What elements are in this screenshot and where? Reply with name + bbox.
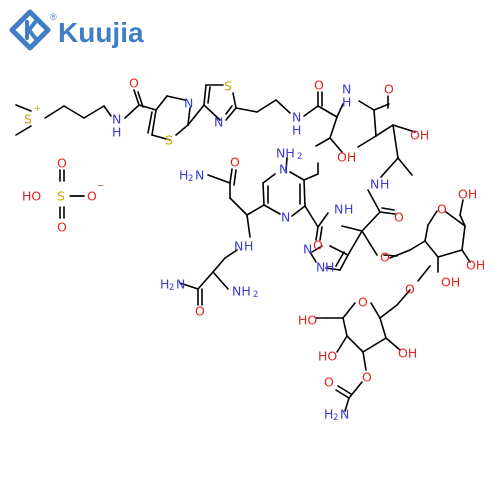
atom-h2n-top-h: H [179,168,188,183]
atom-s-sulfate: S [57,189,65,204]
brand-name: Kuujia [58,17,144,48]
atom-oh-valerate: OH [410,128,429,143]
atom-o-link: O [380,250,390,265]
atom-nh2-bottom-sub: 2 [253,290,258,300]
atom-h2n-bottom-h: H [160,277,169,292]
atom-o-sugar2-ring: O [358,295,368,310]
atom-nh2-pyr: NH [276,146,295,161]
atom-o-pyr-amide: O [313,238,323,253]
atom-h-thr: H [342,95,351,110]
atom-nh-amide1: N [112,112,121,127]
atom-o-amide3: O [384,82,394,97]
atom-nh-his: N [334,202,343,217]
atom-nh-thr: N [342,82,351,97]
atom-o-sulfate-right: O [87,189,97,204]
atom-ho-sugar2: HO [298,313,317,328]
atom-h2n-carb-sub: 2 [333,413,338,423]
atom-ho-sugar2-left: HO [318,349,337,364]
atom-h-imidazole: H [325,260,334,275]
kuujia-logo: Kuujia ® [9,9,144,51]
atom-h2n-carb-h: H [324,407,333,422]
atom-nh-val: N [370,177,379,192]
atom-nh2-bottom: NH [232,284,251,299]
atom-oh-sugar1-r2: OH [441,275,460,290]
atom-s-thiazole2: S [224,79,232,94]
atom-o-his: O [394,210,404,225]
atom-nh-imidazole: N [316,260,325,275]
atom-h2n-top-sub: 2 [188,174,193,184]
charge-plus: + [34,104,41,114]
atom-o-sugar1-ring: O [437,202,447,217]
atom-h-amide2: H [292,123,301,138]
logo-icon [9,9,51,51]
atom-o-sulfate-top: O [57,156,67,171]
atom-oh-sugar2-right: OH [398,346,417,361]
atom-h2n-top-n: N [195,168,204,183]
atom-labels: S + N H O N S S N N H O N H OH O OH N H … [22,76,485,424]
atom-o-sulfate-bottom: O [57,220,67,235]
atom-h2n-bottom-sub: 2 [169,283,174,293]
charge-minus: − [97,181,104,191]
atom-s-thiazole1: S [165,133,173,148]
atom-o-glycosidic: O [405,282,415,297]
atom-n-thiazole2: N [214,115,223,130]
atom-n-pyr1: N [279,162,288,177]
atom-nh2-pyr-sub: 2 [297,152,302,162]
atom-o-bottom-amide: O [195,304,205,319]
atom-h2n-carb-n: N [340,407,349,422]
atom-o-asn: O [230,155,240,170]
bond-skeleton [15,84,471,412]
atom-o-carbamate-dbl: O [324,375,334,390]
atom-h2n-bottom-n: N [176,277,185,292]
atom-h-val: H [380,177,389,192]
atom-nh-center: N [234,239,243,254]
atom-s-sulfonium: S [24,112,32,127]
atom-oh-thr: OH [337,150,356,165]
atom-ho-sulfate: HO [22,189,41,204]
atom-nh-amide2: N [292,110,301,125]
atom-n-imidazole: N [303,242,312,257]
atom-n-thiazole1: N [184,96,193,111]
atom-h-center: H [244,239,253,254]
atom-h-his: H [344,202,353,217]
atom-h-amide1: H [112,125,121,140]
atom-o-amide1: O [129,76,139,91]
atom-o-amide2: O [314,78,324,93]
atom-oh-sugar1-r1: OH [466,258,485,273]
atom-n-pyr2: N [281,210,290,225]
atom-oh-sugar1-top: OH [458,187,477,202]
registered-mark: ® [50,12,57,22]
atom-o-carbamate: O [362,370,372,385]
